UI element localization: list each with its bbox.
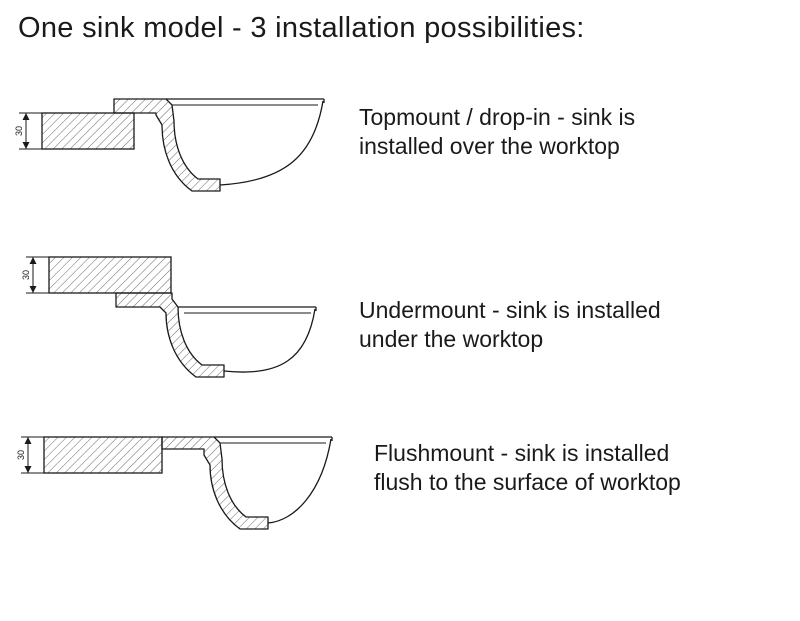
caption-line: Undermount - sink is installed (359, 297, 661, 323)
caption-flushmount: Flushmount - sink is installed flush to … (360, 413, 681, 496)
dimension-30: 30 (16, 436, 44, 474)
bowl-outline-arc (219, 100, 324, 186)
caption-line: Topmount / drop-in - sink is (359, 104, 636, 130)
dimension-arrow-bottom (22, 142, 30, 149)
row-flushmount: 30 Flushmount - sink is installed flush … (14, 413, 786, 573)
caption-line: under the worktop (359, 325, 544, 352)
page-title: One sink model - 3 installation possibil… (18, 12, 585, 44)
dimension-arrow-bottom (24, 466, 32, 473)
caption-line: flush to the surface of worktop (374, 468, 681, 495)
caption-undermount: Undermount - sink is installed under the… (359, 239, 661, 353)
worktop-section (48, 256, 172, 294)
topmount-drawing: 30 (14, 98, 325, 192)
flushmount-drawing: 30 (16, 436, 333, 530)
row-topmount: 30 Topmount / drop-in - sink is installe… (14, 69, 786, 237)
dimension-arrow-top (29, 257, 37, 264)
bowl-outline-arc (267, 438, 332, 524)
dimension-label: 30 (14, 126, 24, 136)
dimension-arrow-top (22, 113, 30, 120)
dimension-30: 30 (14, 112, 42, 150)
undermount-drawing: 30 (21, 256, 317, 378)
dimension-arrow-top (24, 437, 32, 444)
dimension-arrow-bottom (29, 286, 37, 293)
bowl-outline-arc (223, 308, 316, 373)
caption-topmount: Topmount / drop-in - sink is installed o… (359, 69, 635, 160)
row-undermount: 30 Undermount - sink is installed under … (14, 239, 786, 411)
worktop-section (43, 436, 163, 474)
caption-line: Flushmount - sink is installed (374, 440, 670, 466)
worktop-section (41, 112, 135, 150)
dimension-30: 30 (21, 256, 49, 294)
dimension-label: 30 (16, 450, 26, 460)
sink-section (113, 98, 221, 192)
caption-line: installed over the worktop (359, 132, 620, 159)
dimension-label: 30 (21, 270, 31, 280)
sink-section (161, 436, 269, 530)
sink-section (115, 292, 225, 378)
